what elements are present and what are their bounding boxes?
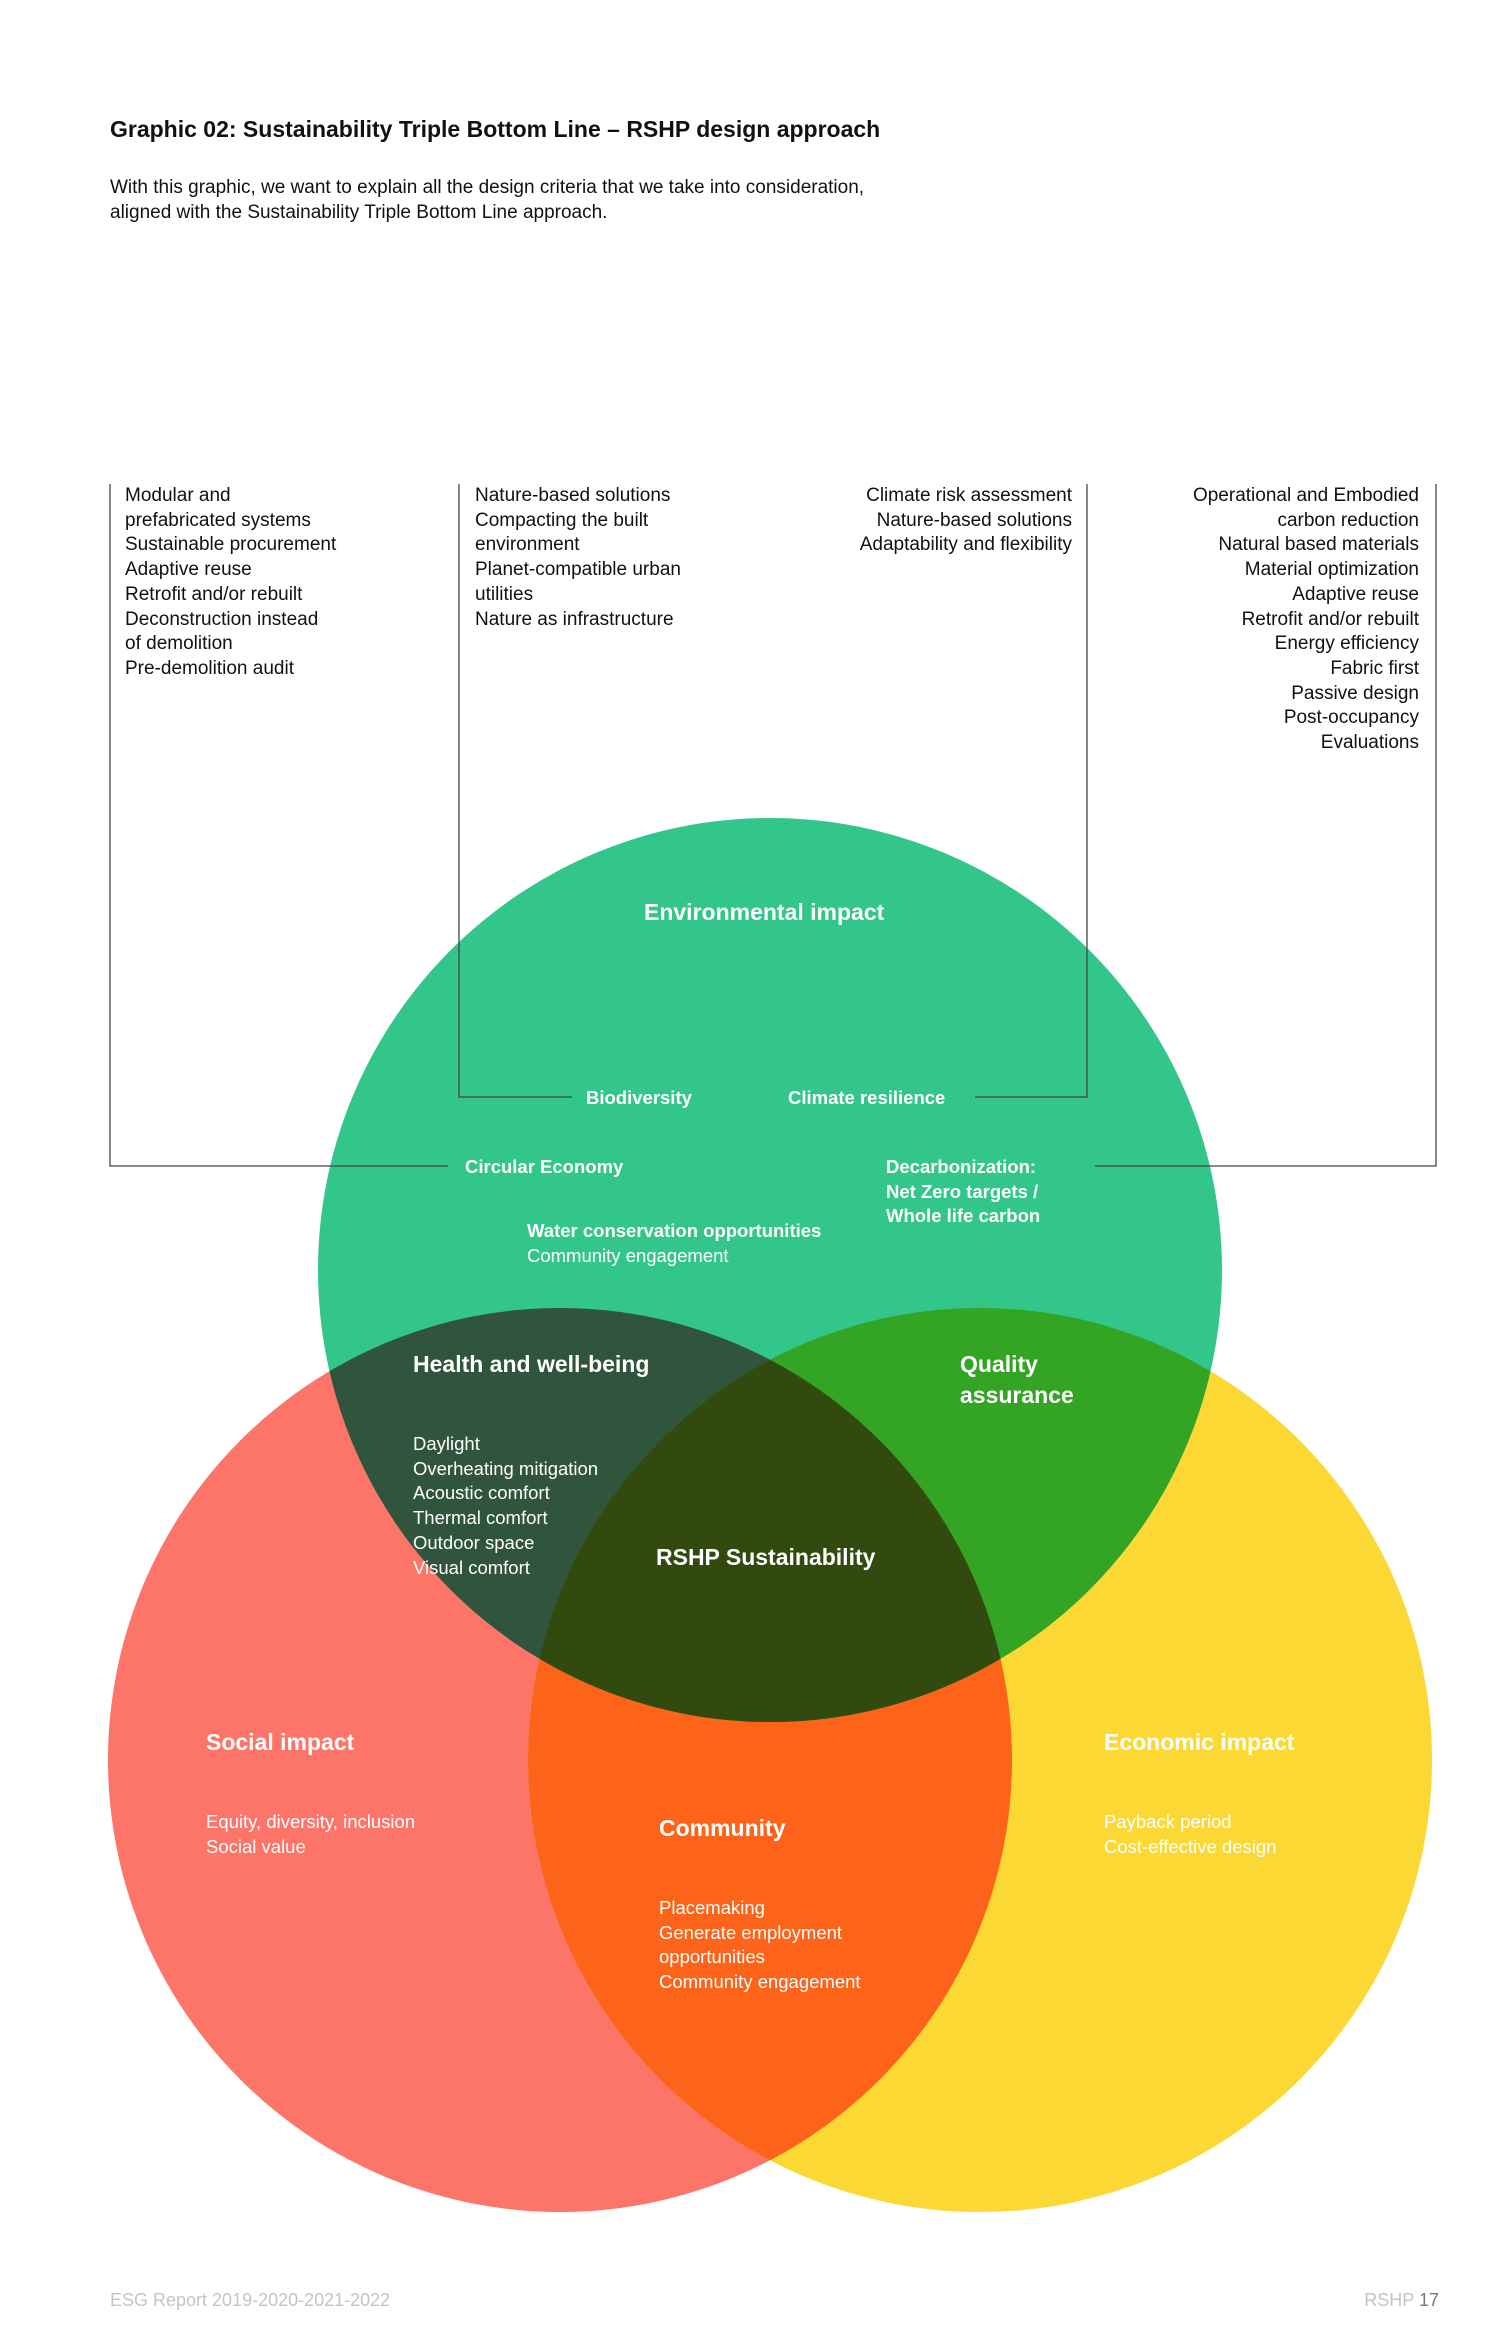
social-impact-title: Social impact xyxy=(206,1729,355,1755)
footer-page-info: RSHP 17 xyxy=(1364,2290,1439,2311)
social-impact-items: Equity, diversity, inclusion Social valu… xyxy=(206,1810,415,1859)
economic-impact-items: Payback period Cost-effective design xyxy=(1104,1810,1276,1859)
health-wellbeing-title: Health and well-being xyxy=(413,1351,650,1377)
criteria-item: Adaptive reuse xyxy=(125,559,252,581)
community-item: Community engagement xyxy=(659,1971,861,1993)
intro-text: With this graphic, we want to explain al… xyxy=(110,175,970,225)
decarbonization-line: Decarbonization: xyxy=(886,1156,1037,1177)
decarbonization-criteria: Operational and Embodied carbon reductio… xyxy=(1193,484,1419,756)
community-item: Generate employment xyxy=(659,1921,843,1943)
criteria-item: of demolition xyxy=(125,633,233,655)
criteria-item: Passive design xyxy=(1291,682,1419,704)
criteria-item: prefabricated systems xyxy=(125,509,311,531)
economic-item: Cost-effective design xyxy=(1104,1835,1277,1857)
criteria-item: Natural based materials xyxy=(1218,534,1419,556)
criteria-item: Deconstruction instead xyxy=(125,608,319,630)
circular-economy-connector xyxy=(109,484,448,1167)
quality-line: assurance xyxy=(960,1382,1074,1408)
criteria-item: Adaptive reuse xyxy=(1292,583,1419,605)
criteria-item: Climate risk assessment xyxy=(866,485,1072,506)
decarbonization-connector xyxy=(1095,484,1437,1167)
criteria-item: Modular and xyxy=(125,485,231,506)
climate-resilience-criteria: Climate risk assessment Nature-based sol… xyxy=(860,484,1072,558)
community-item: Placemaking xyxy=(659,1897,765,1918)
criteria-item: Post-occupancy xyxy=(1283,707,1419,729)
criteria-item: carbon reduction xyxy=(1277,509,1419,531)
economic-item: Payback period xyxy=(1104,1811,1232,1832)
criteria-item: Nature-based solutions xyxy=(475,485,671,506)
climate-resilience-connector xyxy=(975,484,1088,1098)
community-items: Placemaking Generate employment opportun… xyxy=(659,1896,861,1995)
economic-impact-title: Economic impact xyxy=(1104,1729,1295,1755)
quality-line: Quality xyxy=(960,1351,1038,1377)
social-item: Equity, diversity, inclusion xyxy=(206,1811,416,1832)
quality-assurance-title: Quality assurance xyxy=(960,1349,1074,1411)
health-item: Overheating mitigation xyxy=(413,1457,599,1479)
biodiversity-label: Biodiversity xyxy=(586,1087,692,1108)
footer-report-title: ESG Report 2019-2020-2021-2022 xyxy=(110,2290,391,2310)
health-item: Thermal comfort xyxy=(413,1507,548,1529)
health-item: Visual comfort xyxy=(413,1556,530,1578)
decarbonization-line: Whole life carbon xyxy=(886,1205,1041,1227)
criteria-item: Retrofit and/or rebuilt xyxy=(125,583,303,605)
criteria-item: Evaluations xyxy=(1320,732,1419,754)
health-item: Daylight xyxy=(413,1433,480,1454)
health-item: Acoustic comfort xyxy=(413,1482,550,1504)
criteria-item: Nature-based solutions xyxy=(876,509,1072,531)
health-wellbeing-items: Daylight Overheating mitigation Acoustic… xyxy=(413,1432,598,1580)
page-title: Graphic 02: Sustainability Triple Bottom… xyxy=(110,116,881,142)
circular-economy-label: Circular Economy xyxy=(465,1156,624,1177)
biodiversity-connector xyxy=(458,484,572,1098)
rshp-sustainability-label: RSHP Sustainability xyxy=(656,1544,876,1570)
criteria-item: Planet-compatible urban xyxy=(475,559,681,581)
water-conservation-label: Water conservation opportunities xyxy=(527,1220,822,1241)
criteria-item: Compacting the built xyxy=(475,509,649,531)
criteria-item: utilities xyxy=(475,583,534,605)
decarbonization-line: Net Zero targets / xyxy=(886,1180,1039,1202)
health-item: Outdoor space xyxy=(413,1531,535,1553)
community-engagement-label: Community engagement xyxy=(527,1245,729,1266)
criteria-item: Operational and Embodied xyxy=(1192,485,1419,506)
intro-line: With this graphic, we want to explain al… xyxy=(110,177,865,198)
circular-economy-criteria: Modular and prefabricated systems Sustai… xyxy=(125,484,336,682)
climate-resilience-label: Climate resilience xyxy=(788,1087,946,1108)
community-title: Community xyxy=(659,1815,786,1841)
criteria-item: Adaptability and flexibility xyxy=(859,534,1072,556)
intro-line: aligned with the Sustainability Triple B… xyxy=(110,202,608,223)
criteria-item: Sustainable procurement xyxy=(125,534,337,556)
criteria-item: Material optimization xyxy=(1244,559,1419,581)
criteria-item: Pre-demolition audit xyxy=(125,657,294,679)
decarbonization-label: Decarbonization: Net Zero targets / Whol… xyxy=(886,1155,1040,1229)
page-number: 17 xyxy=(1418,2290,1439,2310)
social-item: Social value xyxy=(206,1835,306,1857)
criteria-item: environment xyxy=(475,534,580,556)
criteria-item: Retrofit and/or rebuilt xyxy=(1241,608,1419,630)
biodiversity-criteria: Nature-based solutions Compacting the bu… xyxy=(475,484,681,632)
center-overlap xyxy=(528,1308,1012,1722)
environmental-impact-title: Environmental impact xyxy=(644,899,885,925)
community-item: opportunities xyxy=(659,1946,765,1968)
footer-brand: RSHP xyxy=(1364,2290,1414,2310)
criteria-item: Fabric first xyxy=(1330,657,1419,679)
criteria-item: Energy efficiency xyxy=(1274,633,1419,655)
criteria-item: Nature as infrastructure xyxy=(475,608,674,630)
